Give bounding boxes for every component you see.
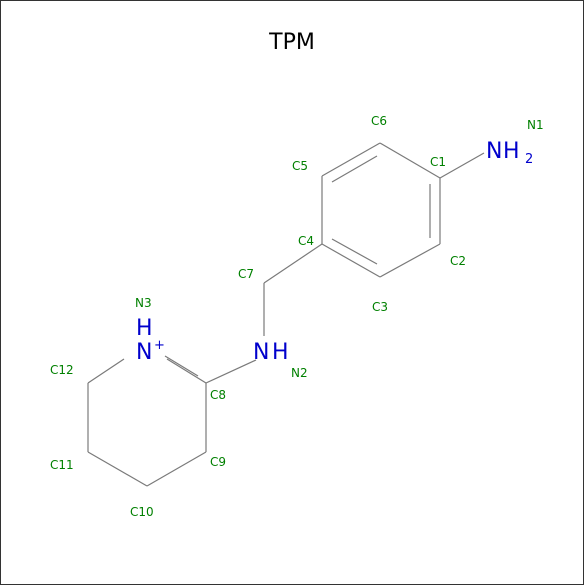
atom-label-n2: N2 (291, 366, 308, 380)
ring-h-label: H (136, 316, 153, 341)
atom-label-c8: C8 (210, 388, 226, 402)
bond-inner-c4-c3 (331, 238, 378, 265)
bond-n3-c12 (87, 358, 125, 384)
bond-c10-c9 (146, 451, 207, 487)
bond-c8-n3 (166, 358, 207, 384)
atom-label-c2: C2 (450, 254, 466, 268)
atom-label-c11: C11 (50, 458, 74, 472)
atom-label-n1: N1 (527, 118, 544, 132)
atom-label-c1: C1 (430, 155, 446, 169)
bond-c4-c7 (263, 243, 323, 284)
atom-label-c12: C12 (50, 363, 74, 377)
atom-label-c10: C10 (130, 505, 154, 519)
bond-n2-c8 (205, 359, 257, 384)
bond-c11-c10 (87, 451, 148, 487)
ring-n-label: N (136, 340, 152, 365)
imine-h-label: H (272, 340, 289, 365)
atom-label-c5: C5 (292, 159, 308, 173)
amine-n-label: N (486, 139, 502, 164)
bond-c1-n1 (439, 152, 485, 179)
molecule-title: TPM (269, 30, 315, 55)
atom-label-c6: C6 (371, 114, 387, 128)
bond-inner-c8-n3 (164, 355, 199, 377)
bond-c6-c5 (321, 142, 381, 177)
atom-label-c3: C3 (372, 300, 388, 314)
amine-subscript: 2 (525, 152, 533, 167)
bond-c4-c3 (321, 243, 381, 278)
atom-label-n3: N3 (135, 296, 152, 310)
atom-label-c7: C7 (238, 267, 254, 281)
ring-charge-label: + (154, 338, 165, 353)
bond-inner-c6-c5 (331, 155, 378, 183)
bond-c3-c2 (379, 243, 441, 278)
bond-c1-c6 (379, 142, 441, 179)
amine-h-label: H (503, 139, 520, 164)
atom-label-c9: C9 (210, 455, 226, 469)
atom-label-c4: C4 (298, 234, 314, 248)
imine-n-label: N (253, 340, 269, 365)
